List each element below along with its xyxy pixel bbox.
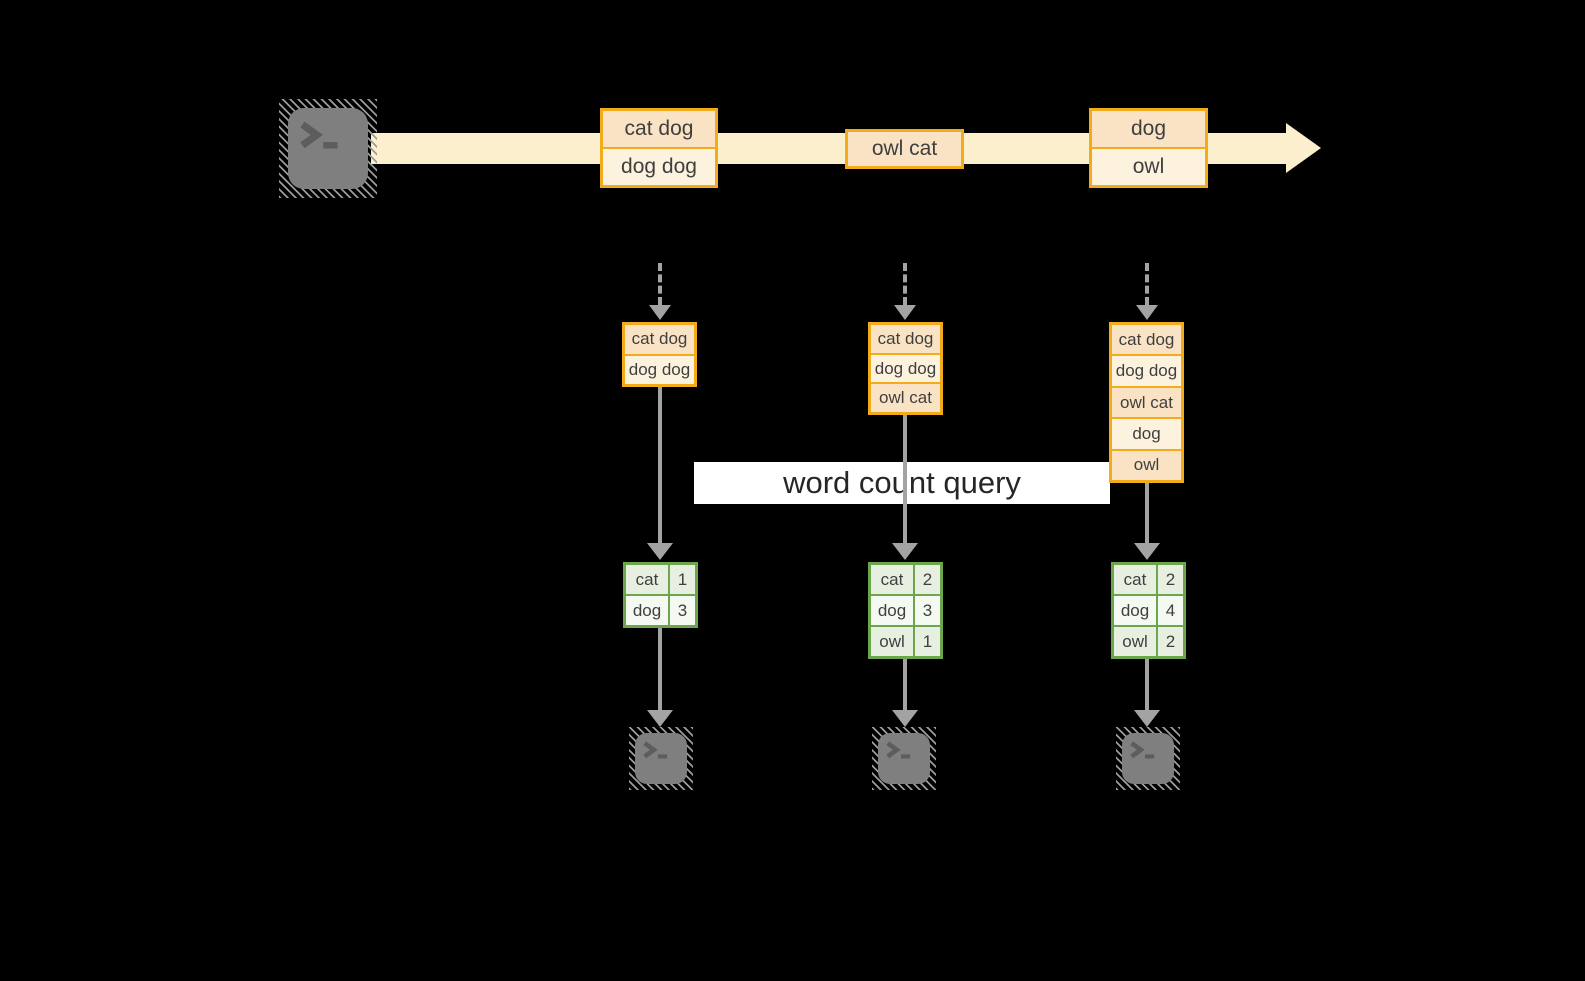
- count-cell: 2: [915, 565, 940, 594]
- arrow-shaft: [1145, 659, 1149, 710]
- count-cell: 1: [670, 565, 695, 594]
- terminal-icon: [629, 727, 693, 790]
- arrow-shaft: [658, 387, 662, 543]
- arrow-shaft: [658, 263, 662, 305]
- arrow-head-icon: [647, 543, 673, 560]
- stream-item: owl cat: [848, 132, 961, 166]
- buffer-item: cat dog: [1112, 325, 1181, 355]
- count-cell: 2: [1158, 565, 1183, 594]
- arrow-head-icon: [892, 543, 918, 560]
- terminal-icon: [1116, 727, 1180, 790]
- arrow-shaft: [1145, 263, 1149, 305]
- stream-item: dog: [1092, 111, 1205, 147]
- flow-arrow: [1134, 483, 1160, 560]
- word-count-table-3: cat 2 dog 4 owl 2: [1111, 562, 1186, 659]
- buffer-item: dog: [1112, 419, 1181, 449]
- buffer-item: cat dog: [625, 325, 694, 354]
- terminal-prompt-glyph: [643, 741, 668, 759]
- terminal-icon: [279, 99, 377, 198]
- terminal-prompt-glyph: [886, 741, 911, 759]
- buffer-item: cat dog: [871, 325, 940, 353]
- terminal-icon: [872, 727, 936, 790]
- arrow-head-icon: [649, 305, 671, 320]
- terminal-prompt-glyph: [300, 121, 338, 149]
- word-cell: cat: [626, 565, 668, 594]
- terminal-icon-body: [635, 733, 687, 784]
- buffer-item: owl cat: [871, 384, 940, 413]
- arrow-head-icon: [647, 710, 673, 727]
- count-cell: 3: [670, 596, 695, 625]
- flow-arrow: [647, 628, 673, 727]
- stream-item: dog dog: [603, 149, 715, 185]
- flow-arrow: [892, 415, 918, 560]
- buffer-item: owl: [1112, 450, 1181, 481]
- word-cell: owl: [871, 627, 913, 656]
- word-cell: cat: [871, 565, 913, 594]
- stream-item: cat dog: [603, 111, 715, 147]
- terminal-icon-body: [288, 108, 368, 189]
- count-cell: 3: [915, 596, 940, 625]
- arrow-head-icon: [1136, 305, 1158, 320]
- flow-arrow: [892, 659, 918, 727]
- word-cell: owl: [1114, 627, 1156, 656]
- arrow-shaft: [903, 659, 907, 710]
- stream-batch-3: dog owl: [1089, 108, 1208, 188]
- buffer-box-1: cat dog dog dog: [622, 322, 697, 387]
- dashed-arrow: [894, 263, 916, 320]
- buffer-box-2: cat dog dog dog owl cat: [868, 322, 943, 415]
- word-count-table-1: cat 1 dog 3: [623, 562, 698, 628]
- terminal-icon-body: [1122, 733, 1174, 784]
- stream-item: owl: [1092, 149, 1205, 185]
- word-cell: cat: [1114, 565, 1156, 594]
- arrow-shaft: [903, 263, 907, 305]
- dashed-arrow: [1136, 263, 1158, 320]
- count-cell: 4: [1158, 596, 1183, 625]
- arrow-head-icon: [894, 305, 916, 320]
- buffer-item: owl cat: [1112, 387, 1181, 418]
- arrow-shaft: [903, 415, 907, 543]
- stream-batch-1: cat dog dog dog: [600, 108, 718, 188]
- count-cell: 2: [1158, 627, 1183, 656]
- terminal-prompt-glyph: [1130, 741, 1155, 759]
- arrow-head-icon: [1134, 543, 1160, 560]
- buffer-item: dog dog: [625, 355, 694, 384]
- terminal-icon-body: [878, 733, 930, 784]
- word-cell: dog: [626, 596, 668, 625]
- word-cell: dog: [1114, 596, 1156, 625]
- buffer-item: dog dog: [871, 354, 940, 383]
- arrow-head-icon: [892, 710, 918, 727]
- arrow-shaft: [1145, 483, 1149, 543]
- flow-arrow: [647, 387, 673, 560]
- arrow-shaft: [658, 628, 662, 710]
- buffer-item: dog dog: [1112, 356, 1181, 386]
- stream-batch-2: owl cat: [845, 129, 964, 169]
- word-count-table-2: cat 2 dog 3 owl 1: [868, 562, 943, 659]
- query-banner: word count query: [694, 462, 1110, 504]
- buffer-box-3: cat dog dog dog owl cat dog owl: [1109, 322, 1184, 483]
- stream-arrowhead-icon: [1286, 123, 1321, 173]
- flow-arrow: [1134, 659, 1160, 727]
- count-cell: 1: [915, 627, 940, 656]
- word-cell: dog: [871, 596, 913, 625]
- query-banner-label: word count query: [783, 465, 1021, 500]
- dashed-arrow: [649, 263, 671, 320]
- arrow-head-icon: [1134, 710, 1160, 727]
